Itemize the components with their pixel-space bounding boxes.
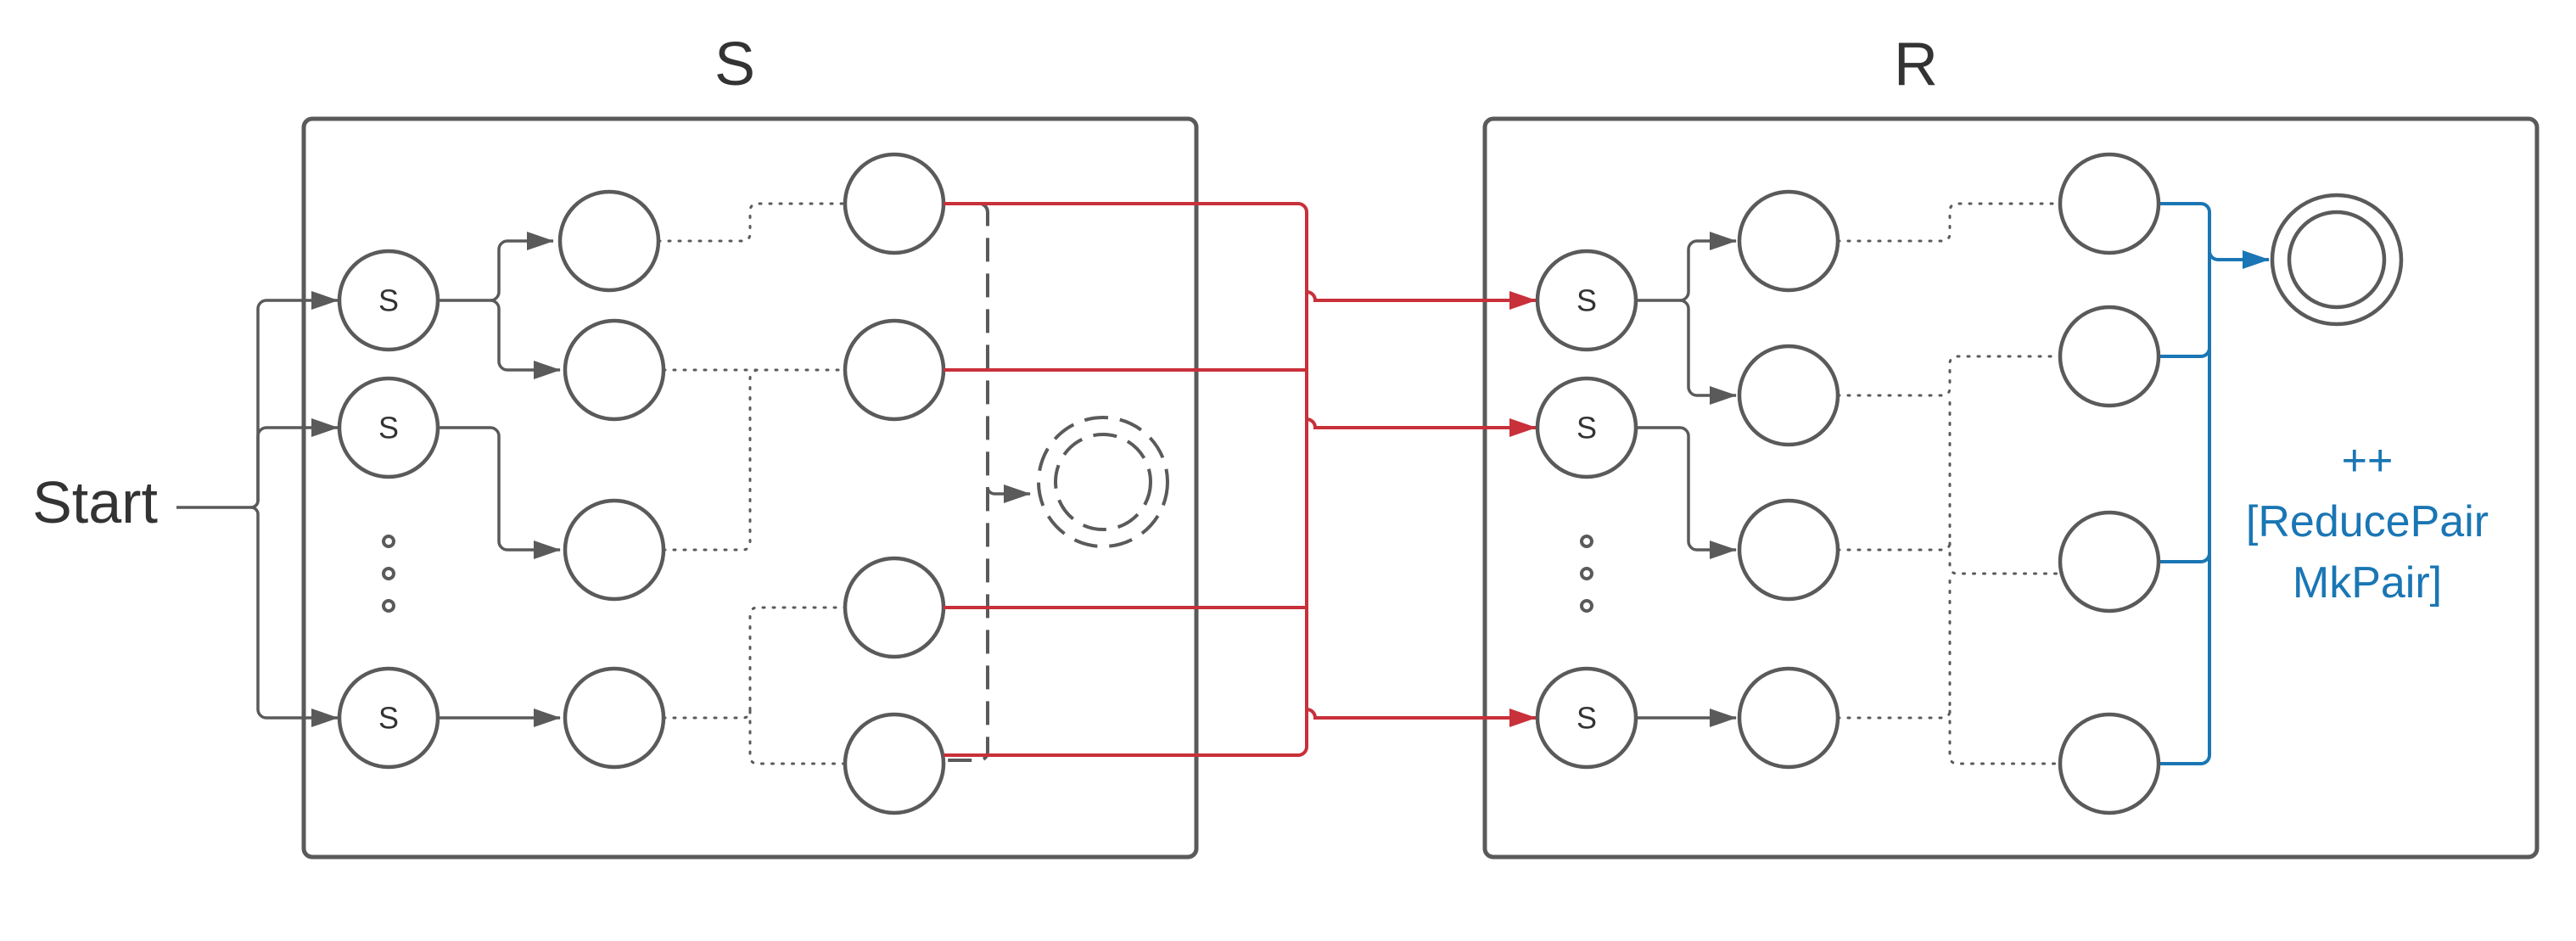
state	[1737, 666, 1840, 770]
left-transitions	[438, 232, 561, 727]
state	[843, 152, 946, 255]
state	[563, 318, 666, 422]
start-state-label: S	[378, 411, 399, 445]
ellipsis-dot	[382, 535, 395, 548]
right-states: S S S	[1535, 152, 2404, 815]
start-state-label: S	[1576, 701, 1597, 736]
state	[2058, 305, 2161, 408]
reduce-pair-annotation: ++ [ReducePair MkPair]	[2246, 436, 2489, 608]
right-transitions	[1636, 232, 1737, 727]
ellipsis-dot	[1580, 535, 1593, 548]
state	[2058, 510, 2161, 613]
state	[843, 712, 946, 815]
start-state	[337, 376, 440, 479]
ellipsis-dot	[382, 567, 395, 580]
accept-state-inner	[2287, 210, 2387, 310]
ellipsis-dot	[1580, 567, 1593, 580]
start-state-label: S	[378, 701, 399, 736]
right-frame-title: R	[1894, 31, 1938, 98]
start-state	[337, 249, 440, 352]
annotation-line-3: MkPair]	[2293, 558, 2442, 608]
start-state-label: S	[1576, 283, 1597, 318]
dashed-accept-state-inner	[1054, 433, 1152, 531]
blue-transitions	[2159, 202, 2270, 765]
state	[1737, 189, 1840, 293]
ellipsis-dot	[1580, 599, 1593, 613]
red-transitions	[944, 202, 1537, 757]
start-state	[1535, 666, 1638, 770]
state	[1737, 498, 1840, 602]
left-dotted-paths	[657, 202, 847, 765]
right-frame	[1482, 116, 2540, 860]
state	[563, 498, 666, 602]
dashed-accept-state-outer	[1037, 416, 1169, 548]
start-label: Start	[32, 469, 158, 535]
state	[843, 556, 946, 659]
ellipsis-dot	[382, 599, 395, 613]
state	[563, 666, 666, 770]
start-state-label: S	[378, 283, 399, 318]
left-frame	[301, 116, 1199, 860]
annotation-line-1: ++	[2342, 436, 2394, 485]
state	[2058, 712, 2161, 815]
left-frame-title: S	[714, 31, 755, 98]
state	[557, 189, 661, 293]
state	[843, 318, 946, 422]
annotation-line-2: [ReducePair	[2246, 497, 2489, 546]
state	[2058, 152, 2161, 255]
start-fanout	[176, 291, 339, 727]
start-state	[337, 666, 440, 770]
left-states: S S S	[337, 152, 1169, 815]
start-state	[1535, 376, 1638, 479]
right-dotted-paths	[1836, 202, 2058, 765]
dashed-collection	[947, 202, 1031, 762]
start-state	[1535, 249, 1638, 352]
state	[1737, 344, 1840, 447]
start-state-label: S	[1576, 411, 1597, 445]
